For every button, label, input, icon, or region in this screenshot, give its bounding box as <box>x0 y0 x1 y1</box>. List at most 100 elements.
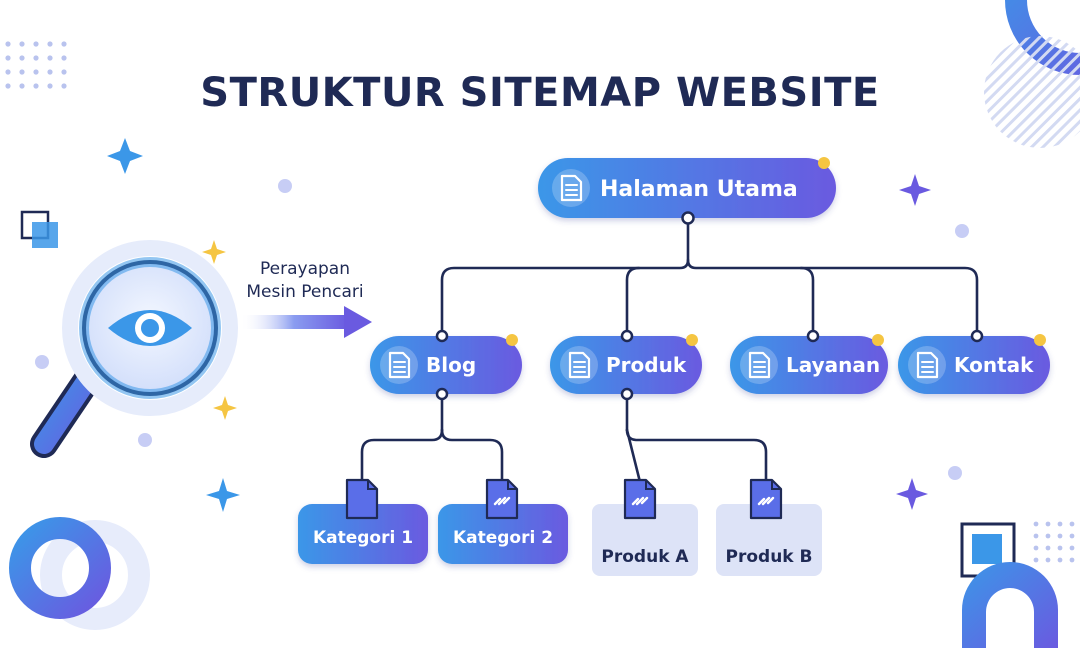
link-document-icon <box>485 478 519 520</box>
grid-dot <box>33 41 39 47</box>
dot-grid-top-left <box>5 41 67 89</box>
grid-dot <box>1057 545 1063 551</box>
leaf-node-produk-b: Produk B <box>716 478 822 576</box>
grid-dot <box>1069 521 1075 527</box>
connector-dot <box>620 329 634 343</box>
connector-section-leaf <box>625 428 768 484</box>
connector-dot <box>970 329 984 343</box>
grid-dot <box>1069 557 1075 563</box>
grid-dot <box>19 55 25 61</box>
leaf-node-label: Kategori 1 <box>313 528 413 548</box>
leaf-node-label: Produk A <box>601 547 689 567</box>
grid-dot <box>19 83 25 89</box>
grid-dot <box>33 55 39 61</box>
grid-dot <box>61 41 67 47</box>
grid-dot <box>1045 545 1051 551</box>
section-node-label: Produk <box>606 353 687 377</box>
dot-decor <box>278 179 292 193</box>
grid-dot <box>33 83 39 89</box>
link-document-icon <box>623 478 657 520</box>
crawler-label-line2: Mesin Pencari <box>246 282 363 302</box>
root-node-label: Halaman Utama <box>600 177 798 202</box>
grid-dot <box>19 41 25 47</box>
connector-dot <box>620 387 634 401</box>
dot-grid-bottom-right <box>1033 521 1075 563</box>
grid-dot <box>1045 533 1051 539</box>
connector-root-section <box>625 266 641 338</box>
section-node-blog <box>370 336 522 394</box>
leaf-node-box <box>716 504 822 576</box>
leaf-node-produk-a: Produk A <box>592 478 698 576</box>
section-node-label: Layanan <box>786 353 880 377</box>
grid-dot <box>1033 557 1039 563</box>
dot-decor <box>35 355 49 369</box>
grid-dot <box>1045 557 1051 563</box>
sparkle-icon <box>213 396 237 420</box>
crawler-label-line1: Perayapan <box>260 259 350 279</box>
section-node-layanan <box>730 336 888 394</box>
leaf-node-box <box>592 504 698 576</box>
grid-dot <box>5 69 11 75</box>
document-icon <box>740 346 778 384</box>
section-node-produk <box>550 336 702 394</box>
status-dot <box>506 334 518 346</box>
leaf-node-kategori-2: Kategori 2 <box>438 478 568 564</box>
grid-dot <box>47 41 53 47</box>
connector-root-kontak <box>686 258 979 338</box>
square-fill-left <box>32 222 58 248</box>
link-document-icon <box>749 478 783 520</box>
grid-dot <box>1033 521 1039 527</box>
grid-dot <box>1057 533 1063 539</box>
sparkle-icon <box>899 174 931 206</box>
grid-dot <box>47 83 53 89</box>
status-dot <box>872 334 884 346</box>
sparkle-icon <box>896 478 928 510</box>
grid-dot <box>5 41 11 47</box>
leaf-node-label: Produk B <box>726 547 813 567</box>
background-decorations <box>5 0 1080 648</box>
grid-dot <box>1057 521 1063 527</box>
document-icon <box>560 346 598 384</box>
section-node-label: Blog <box>426 353 476 377</box>
grid-dot <box>61 69 67 75</box>
sparkle-icon <box>202 240 226 264</box>
grid-dot <box>47 55 53 61</box>
striped-circle-top-right <box>984 36 1080 148</box>
status-dot <box>686 334 698 346</box>
folder-document-icon <box>345 478 379 520</box>
grid-dot <box>33 69 39 75</box>
sparkle-icon <box>107 138 143 174</box>
section-node-kontak <box>898 336 1050 394</box>
grid-dot <box>61 55 67 61</box>
grid-dot <box>47 69 53 75</box>
document-icon <box>552 169 590 207</box>
dot-decor <box>948 466 962 480</box>
document-icon <box>380 346 418 384</box>
grid-dot <box>1045 521 1051 527</box>
grid-dot <box>1057 557 1063 563</box>
connector-dot <box>681 211 695 225</box>
ring-bottom-left <box>9 517 111 619</box>
connector-dot <box>806 329 820 343</box>
connector-dot <box>435 329 449 343</box>
connector-section-leaf <box>440 428 504 484</box>
connector-dot <box>435 387 449 401</box>
sparkle-icon <box>206 478 240 512</box>
connector-root-blog <box>440 216 690 338</box>
document-icon <box>908 346 946 384</box>
status-dot <box>1034 334 1046 346</box>
connector-lines <box>360 216 979 484</box>
grid-dot <box>1033 545 1039 551</box>
grid-dot <box>1069 533 1075 539</box>
dot-decor <box>138 433 152 447</box>
leaf-node-label: Kategori 2 <box>453 528 553 548</box>
page-title: STRUKTUR SITEMAP WEBSITE <box>200 70 879 116</box>
connector-root-section <box>799 266 815 338</box>
section-node-label: Kontak <box>954 353 1034 377</box>
root-node <box>538 158 836 218</box>
crawler-arrow <box>240 306 372 338</box>
leaf-node-kategori-1: Kategori 1 <box>298 478 428 564</box>
